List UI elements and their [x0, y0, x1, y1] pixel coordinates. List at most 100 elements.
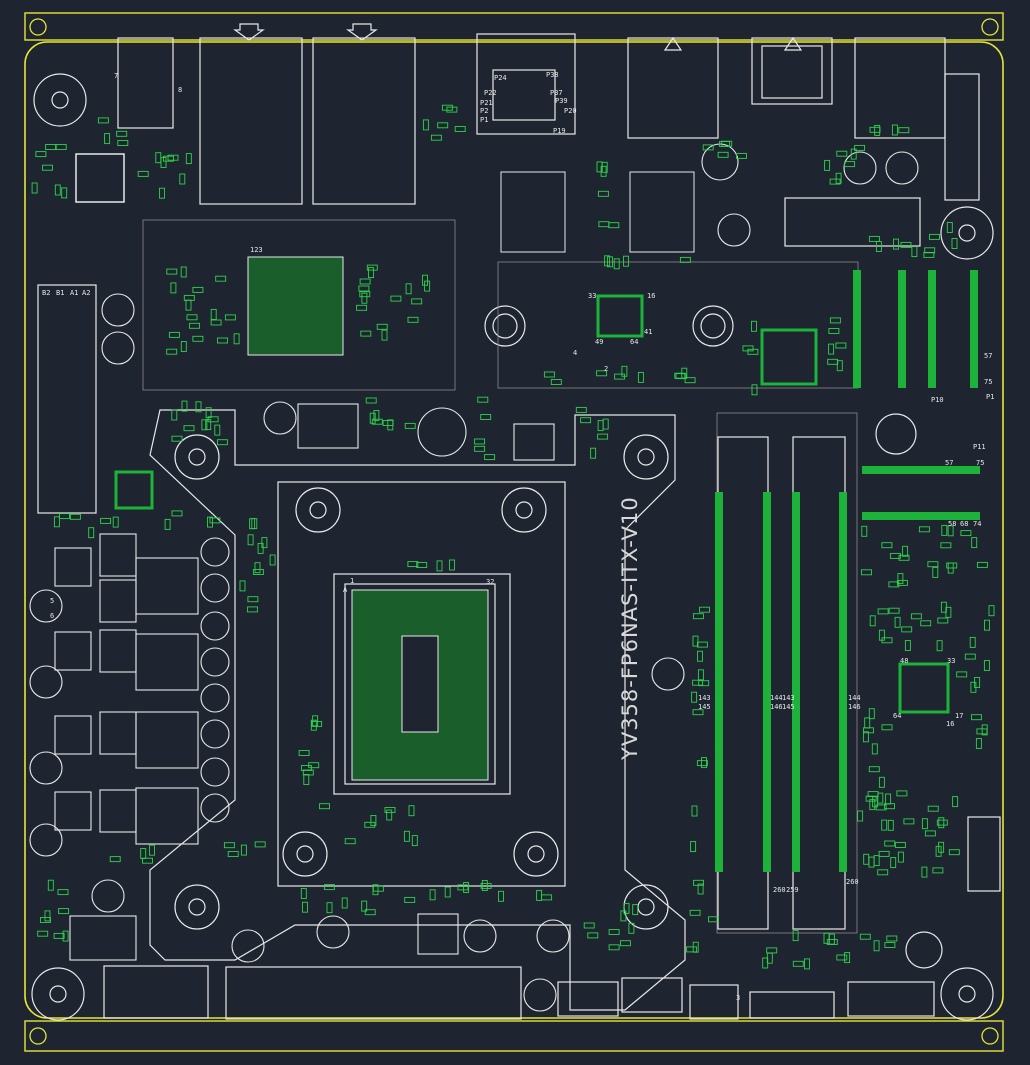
- smd-passive: [142, 857, 153, 864]
- smd-passive: [983, 660, 990, 671]
- smd-passive: [902, 545, 909, 557]
- smd-passive: [387, 419, 394, 431]
- smd-passive: [878, 776, 885, 788]
- smd-passive: [935, 845, 942, 857]
- smd-passive: [47, 879, 54, 891]
- smd-passive: [457, 884, 469, 891]
- smd-passive: [600, 165, 607, 177]
- smd-passive: [474, 445, 486, 452]
- smd-passive: [766, 947, 778, 954]
- smd-passive: [477, 396, 489, 403]
- smd-passive: [596, 161, 603, 173]
- label-p2: P2: [480, 107, 489, 115]
- smd-passive: [186, 314, 198, 321]
- smd-passive: [865, 795, 877, 802]
- label-pin8: 8: [178, 86, 183, 94]
- smd-passive: [792, 960, 804, 967]
- smd-passive: [896, 790, 908, 797]
- smd-passive: [183, 425, 195, 432]
- smd-passive: [341, 897, 348, 909]
- smd-passive: [877, 869, 889, 876]
- label-pin41: 41: [644, 328, 653, 336]
- smd-passive: [376, 323, 388, 330]
- smd-passive: [844, 161, 856, 168]
- smd-passive: [628, 922, 635, 934]
- smd-passive: [904, 640, 911, 651]
- smd-passive: [888, 607, 900, 614]
- smd-passive: [575, 406, 587, 413]
- smd-passive: [869, 615, 876, 627]
- label-pin7: 7: [114, 72, 119, 80]
- smd-passive: [829, 317, 841, 324]
- smd-passive: [587, 932, 599, 939]
- smd-passive: [896, 579, 908, 586]
- label-pin17: 17: [955, 712, 964, 720]
- smd-passive: [269, 554, 276, 566]
- smd-passive: [214, 424, 221, 436]
- smd-passive: [974, 677, 981, 688]
- label-p39: P39: [555, 97, 568, 105]
- smd-passive: [697, 650, 703, 662]
- smd-passive: [227, 851, 239, 857]
- smd-passive: [696, 641, 708, 648]
- label-pin5a: 5: [50, 597, 55, 605]
- smd-passive: [827, 358, 839, 365]
- smd-passive: [109, 856, 121, 863]
- smd-passive: [697, 883, 704, 895]
- smd-passive: [936, 640, 943, 652]
- smd-passive: [686, 946, 698, 953]
- smd-passive: [894, 616, 901, 628]
- smd-passive: [952, 796, 959, 808]
- smd-passive: [159, 187, 165, 199]
- smd-passive: [881, 724, 893, 731]
- smd-passive: [209, 517, 221, 524]
- smd-passive: [719, 141, 730, 147]
- label-pin74: 74: [973, 520, 982, 528]
- smd-passive: [181, 400, 188, 412]
- smd-passive: [359, 278, 371, 285]
- smd-passive: [901, 626, 913, 633]
- smd-passive: [372, 885, 384, 892]
- smd-passive: [411, 835, 418, 847]
- smd-passive: [981, 724, 988, 736]
- smd-passive: [31, 182, 38, 194]
- smd-passive: [116, 130, 128, 137]
- smd-passive: [312, 715, 319, 727]
- smd-passive: [430, 134, 442, 141]
- label-pin32: 32: [486, 578, 495, 586]
- smd-passive: [804, 958, 810, 970]
- smd-passive: [681, 367, 688, 379]
- smd-passive: [701, 757, 707, 769]
- smd-passive: [708, 916, 719, 923]
- smd-passive: [361, 900, 368, 912]
- smd-passive: [877, 608, 889, 615]
- smd-passive: [623, 255, 629, 267]
- smd-passive: [596, 370, 608, 377]
- label-p1b: P1: [986, 393, 995, 401]
- label-pin16b: 16: [946, 720, 955, 728]
- smd-passive: [298, 750, 310, 756]
- smd-passive: [536, 889, 543, 901]
- smd-passive: [239, 580, 246, 592]
- smd-passive: [407, 316, 419, 323]
- smd-passive: [932, 867, 944, 874]
- power-header: [37, 284, 1001, 1020]
- smd-passive: [881, 819, 888, 831]
- smd-passive: [446, 106, 458, 113]
- smd-passive: [975, 738, 982, 749]
- smd-passive: [233, 333, 240, 345]
- smd-passive: [836, 150, 848, 157]
- label-a2: A2: [82, 289, 91, 297]
- smd-passive: [366, 264, 378, 271]
- smd-passive: [684, 377, 696, 384]
- smd-passive: [614, 373, 626, 380]
- label-pin4: 4: [573, 349, 578, 357]
- smd-passive: [941, 524, 948, 536]
- smd-passive: [149, 844, 155, 856]
- smd-passive: [692, 635, 699, 647]
- smd-passive: [679, 256, 691, 263]
- smd-passive: [675, 373, 687, 380]
- smd-passive: [868, 856, 875, 868]
- label-pin259: 259: [786, 886, 799, 894]
- mounting-holes: [31, 73, 994, 1021]
